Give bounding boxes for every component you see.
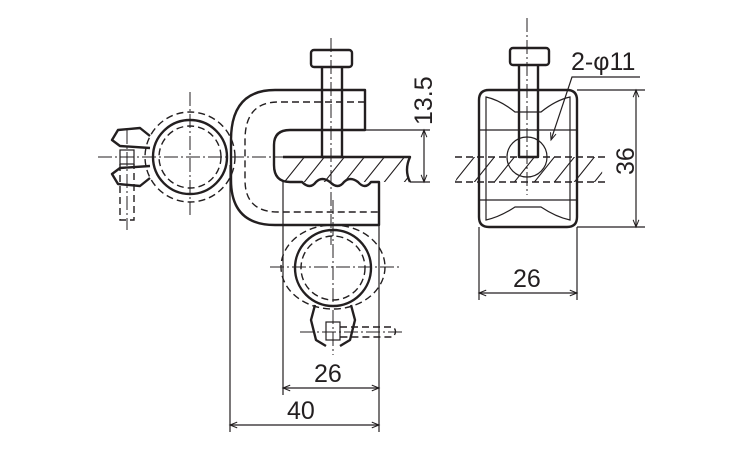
left-pipe-ring [98,92,290,230]
beam-flange-front [283,155,412,183]
dimension-lines [228,76,645,432]
side-view [455,18,605,229]
c-clamp-body [229,88,381,227]
set-bolt-front [309,38,354,245]
dim-flange-gap: 13.5 [410,76,438,125]
dim-height: 36 [612,147,640,175]
dim-side-width: 26 [513,265,541,293]
dimension-labels: 13.5 2-φ11 36 26 26 40 [287,48,640,425]
dim-front-width: 26 [314,360,342,388]
dim-hole-spec: 2-φ11 [571,48,635,76]
dim-overall-width: 40 [287,397,315,425]
bottom-pipe-ring [270,200,405,355]
